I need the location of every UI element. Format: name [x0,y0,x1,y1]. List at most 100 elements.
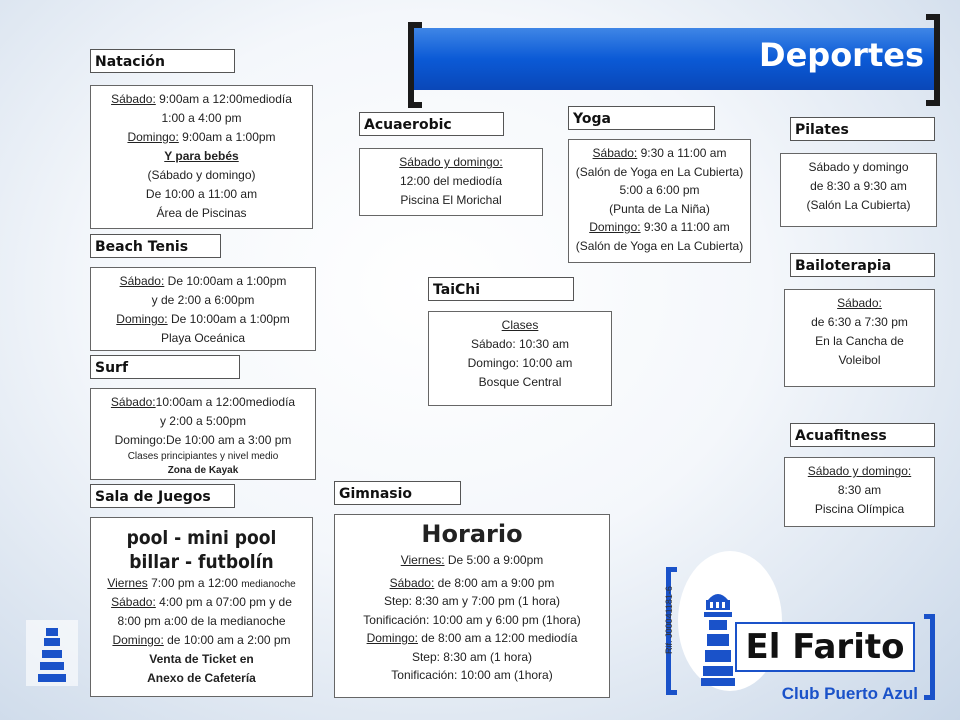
deportes-banner: Deportes [414,28,934,90]
logo-bracket-left [666,567,677,695]
natacion-sun-label: Domingo: [127,130,179,144]
taichi-classes: Clases [501,318,539,332]
natacion-babies-days: (Sábado y domingo) [147,168,256,182]
lighthouse-icon [694,588,742,688]
pilates-box: Sábado y domingo de 8:30 a 9:30 am (Saló… [780,153,937,227]
gimnasio-title: Horario [421,520,523,548]
surf-header: Surf [90,355,240,379]
yoga-sat-time: 9:30 a 11:00 am [637,146,727,160]
bailoterapia-box: Sábado: de 6:30 a 7:30 pm En la Cancha d… [784,289,935,387]
gim-sun-time: de 8:00 am a 12:00 mediodía [417,631,578,645]
beach-sat-label: Sábado: [119,274,165,288]
bailo-location1: En la Cancha de [815,334,904,348]
natacion-babies: Y para bebés [164,149,239,163]
surf-classes: Clases principiantes y nivel medio [127,451,279,462]
taichi-sun: Domingo: 10:00 am [467,356,573,370]
pilates-time: de 8:30 a 9:30 am [810,179,907,193]
yoga-location3: (Salón de Yoga en La Cubierta) [575,238,744,253]
natacion-sat-time: 9:00am a 12:00mediodía [155,92,292,106]
gim-fri-label: Viernes: [400,553,445,567]
taichi-header: TaiChi [428,277,574,301]
gim-tonif-sat: Tonificación: 10:00 am y 6:00 pm (1hora) [363,612,581,627]
sala-ticket: Venta de Ticket en [149,652,254,666]
natacion-line2: 1:00 a 4:00 pm [161,111,242,125]
natacion-header: Natación [90,49,235,73]
sala-sun-label: Domingo: [112,633,164,647]
beach-location: Playa Oceánica [160,331,246,345]
taichi-location: Bosque Central [478,375,562,389]
yoga-sat-label: Sábado: [592,146,638,160]
acuafit-location: Piscina Olímpica [814,502,905,516]
acuaerobic-location: Piscina El Morichal [400,193,502,207]
logo-bracket-right [924,614,935,700]
farito-name-box: El Farito [735,622,915,672]
beach-tenis-box: Sábado: De 10:00am a 1:00pm y de 2:00 a … [90,267,316,351]
sala-sat-time: 4:00 pm a 07:00 pm y de [155,595,292,609]
farito-name: El Farito [745,627,905,667]
natacion-area: Área de Piscinas [156,206,247,220]
sala-fri-time: 7:00 pm a 12:00 [147,576,242,590]
gim-sat-label: Sábado: [389,575,435,590]
natacion-babies-time: De 10:00 a 11:00 am [145,187,258,201]
surf-box: Sábado:10:00am a 12:00mediodía y 2:00 a … [90,388,316,480]
sala-cafeteria: Anexo de Cafetería [147,671,256,685]
yoga-box: Sábado: 9:30 a 11:00 am (Salón de Yoga e… [568,139,751,263]
pilates-header: Pilates [790,117,935,141]
beach-tenis-header: Beach Tenis [90,234,221,258]
yoga-time2: 5:00 a 6:00 pm [619,183,700,197]
surf-sat-label: Sábado: [110,395,156,409]
pilates-days: Sábado y domingo [808,160,909,174]
beach-line2: y de 2:00 a 6:00pm [151,293,255,307]
rif-text: Rif. J00041181-6 [664,586,674,654]
gim-tonif-sun: Tonificación: 10:00 am (1hora) [391,668,553,682]
gim-step-sat: Step: 8:30 am y 7:00 pm (1 hora) [383,594,561,608]
sala-sun-time: de 10:00 am a 2:00 pm [163,633,291,647]
surf-sat-time: 10:00am a 12:00mediodía [155,395,296,409]
gimnasio-header: Gimnasio [334,481,461,505]
banner-title: Deportes [759,36,924,74]
surf-sun: Domingo:De 10:00 am a 3:00 pm [114,433,292,447]
surf-zone: Zona de Kayak [167,465,239,476]
beach-sat-time: De 10:00am a 1:00pm [164,274,287,288]
acuaerobic-days: Sábado y domingo: [399,155,503,169]
banner-bracket-left [408,22,422,108]
yoga-location1: (Salón de Yoga en La Cubierta) [575,164,744,179]
sala-fri-midnight: medianoche [241,579,296,590]
lighthouse-small-icon [24,620,80,686]
taichi-sat: Sábado: 10:30 am [470,337,570,351]
acuaerobic-time: 12:00 del mediodía [399,174,503,188]
natacion-box: Sábado: 9:00am a 12:00mediodía 1:00 a 4:… [90,85,313,229]
yoga-location2: (Punta de La Niña) [609,201,710,216]
sala-juegos-box: pool - mini pool billar - futbolín Viern… [90,517,313,697]
bailo-time: de 6:30 a 7:30 pm [811,315,908,329]
yoga-header: Yoga [568,106,715,130]
sala-billar: billar - futbolín [129,551,274,573]
gim-sun-label: Domingo: [366,631,418,645]
yoga-sun-time: 9:30 a 11:00 am [640,220,730,234]
beach-sun-label: Domingo: [116,312,168,326]
sala-pool: pool - mini pool [126,527,277,549]
gim-fri-time: De 5:00 a 9:00pm [444,553,544,567]
acuaerobic-header: Acuaerobic [359,112,504,136]
sala-juegos-header: Sala de Juegos [90,484,235,508]
surf-line2: y 2:00 a 5:00pm [159,414,247,428]
acuafit-days: Sábado y domingo: [807,464,912,478]
banner-bracket-right [926,14,940,106]
acuafitness-box: Sábado y domingo: 8:30 am Piscina Olímpi… [784,457,935,527]
sala-sat-label: Sábado: [111,595,156,609]
club-name: Club Puerto Azul [781,684,918,703]
taichi-box: Clases Sábado: 10:30 am Domingo: 10:00 a… [428,311,612,406]
gimnasio-box: Horario Viernes: De 5:00 a 9:00pm Sábado… [334,514,610,698]
bailo-location2: Voleibol [838,353,881,367]
bailo-day: Sábado: [837,296,882,310]
sala-fri-label: Viernes [107,576,148,590]
beach-sun-time: De 10:00am a 1:00pm [167,312,290,326]
sala-sat-time2: 8:00 pm a:00 de la medianoche [117,614,286,628]
natacion-sat-label: Sábado: [111,92,156,106]
yoga-sun-label: Domingo: [589,220,641,234]
pilates-location: (Salón La Cubierta) [806,198,911,212]
gim-sat-time: de 8:00 am a 9:00 pm [434,575,555,590]
natacion-sun-time: 9:00am a 1:00pm [178,130,276,144]
gim-step-sun: Step: 8:30 am (1 hora) [411,649,533,664]
acuaerobic-box: Sábado y domingo: 12:00 del mediodía Pis… [359,148,543,216]
